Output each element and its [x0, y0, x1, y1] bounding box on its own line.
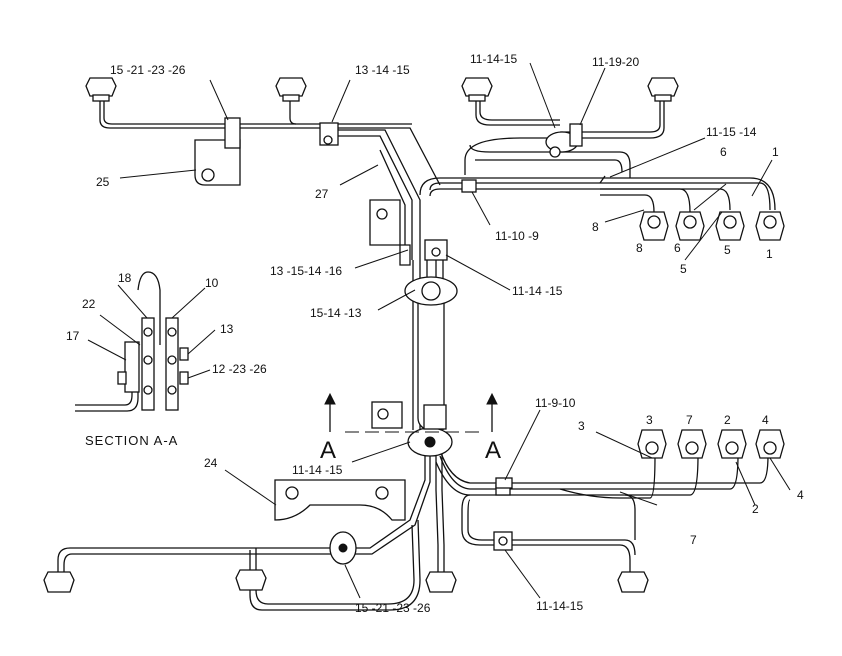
section-marker-left: A	[320, 437, 336, 464]
callout-clamp-10-9: 11-10 -9	[495, 229, 539, 243]
section-cut-markers: A A	[320, 392, 501, 464]
callout-17: 17	[66, 329, 80, 343]
nut-top-left-2	[275, 77, 307, 102]
callout-10: 10	[205, 276, 219, 290]
nut-bottom-4	[617, 571, 649, 593]
callout-1-side: 1	[772, 145, 779, 159]
section-marker-right: A	[485, 437, 501, 464]
nut-bottom-1	[43, 571, 75, 593]
callout-mid-clamp: 11-14 -15	[292, 463, 343, 477]
callout-top-mid: 11-14-15	[470, 52, 517, 66]
callout-6-side: 6	[720, 145, 727, 159]
nut-1-upper	[755, 211, 785, 241]
callout-2-top: 2	[724, 413, 731, 427]
callout-27: 27	[315, 187, 329, 201]
callout-6-bottom: 6	[674, 241, 681, 255]
callout-25: 25	[96, 175, 110, 189]
nut-top-mid-1	[461, 77, 493, 102]
callout-bottom-right: 11-14-15	[536, 599, 583, 613]
section-a-a-detail: SECTION A-A	[75, 271, 189, 448]
callout-top-left: 15 -21 -23 -26	[110, 63, 186, 77]
nut-4-lower	[755, 429, 785, 459]
callout-5-bottom: 5	[724, 243, 731, 257]
nut-top-left-1	[85, 77, 117, 102]
callout-7-side: 7	[690, 533, 697, 547]
section-title: SECTION A-A	[85, 433, 178, 448]
callout-8-side: 8	[592, 220, 599, 234]
leader-lines	[87, 62, 791, 599]
callout-top-center: 13 -14 -15	[355, 63, 410, 77]
nut-7-lower	[677, 429, 707, 459]
callout-13: 13	[220, 322, 234, 336]
callout-top-right: 11-19-20	[592, 55, 639, 69]
nut-8-upper	[639, 211, 669, 241]
fuel-lines	[57, 100, 776, 611]
callout-4-top: 4	[762, 413, 769, 427]
callout-right-upper: 11-15 -14	[706, 125, 757, 139]
callout-24: 24	[204, 456, 218, 470]
callout-1-bottom: 1	[766, 247, 773, 261]
callout-clamp-14-15: 11-14 -15	[512, 284, 563, 298]
nut-bottom-2	[235, 569, 267, 591]
callout-7-top: 7	[686, 413, 693, 427]
nut-3-lower	[637, 429, 667, 459]
callout-4-side: 4	[797, 488, 804, 502]
callout-12-23-26: 12 -23 -26	[212, 362, 267, 376]
callout-3-top: 3	[646, 413, 653, 427]
callout-3-side: 3	[578, 419, 585, 433]
callout-bottom-left: 15 -21 -23 -26	[355, 601, 431, 615]
callout-5-side: 5	[680, 262, 687, 276]
callout-2-side: 2	[752, 502, 759, 516]
callout-18: 18	[118, 271, 132, 285]
callout-loop-clamp: 15-14 -13	[310, 306, 362, 320]
callout-labels: 15 -21 -23 -26 13 -14 -15 11-14-15 11-19…	[66, 52, 804, 615]
callout-22: 22	[82, 297, 96, 311]
callout-8-bottom: 8	[636, 241, 643, 255]
nut-top-mid-2	[647, 77, 679, 102]
nut-6-upper	[675, 211, 705, 241]
nut-2-lower	[717, 429, 747, 459]
nut-bottom-3	[425, 571, 457, 593]
nut-5-upper	[715, 211, 745, 241]
fitting-nuts	[43, 77, 785, 593]
callout-9-10: 11-9-10	[535, 396, 576, 410]
callout-clamp-13-16: 13 -15-14 -16	[270, 264, 342, 278]
